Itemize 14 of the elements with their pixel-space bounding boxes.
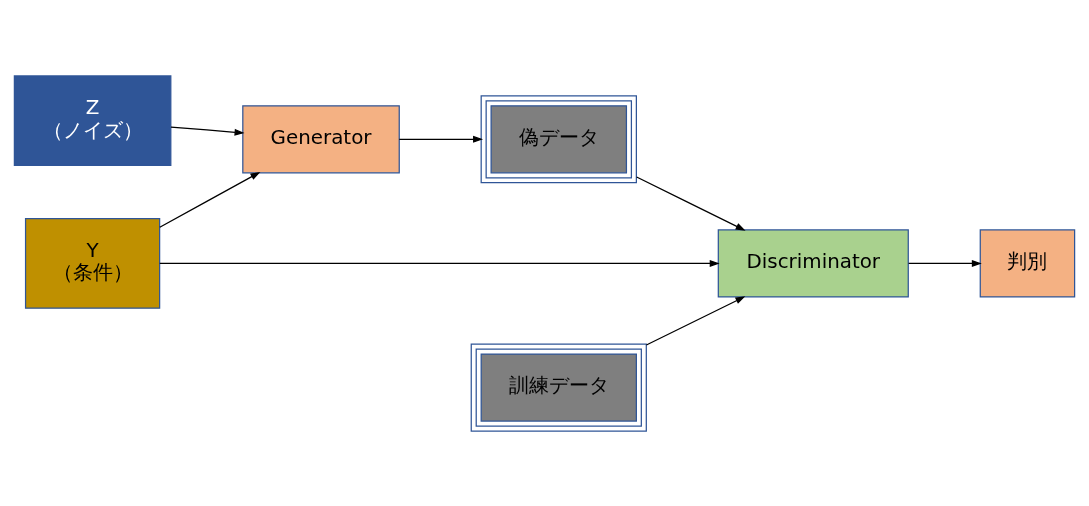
arrow bbox=[170, 125, 245, 136]
node-box: Generator bbox=[242, 104, 400, 173]
node-box: 訓練データ bbox=[470, 343, 647, 432]
arrow bbox=[645, 295, 746, 346]
node-box: 判別 bbox=[979, 228, 1076, 298]
node-box: Discriminator bbox=[717, 228, 909, 298]
arrow bbox=[398, 135, 483, 143]
node-box: 偽データ bbox=[480, 94, 637, 183]
node-box: Y （条件） bbox=[24, 217, 161, 309]
arrow bbox=[908, 259, 982, 267]
arrow bbox=[636, 175, 746, 231]
arrow bbox=[159, 171, 261, 228]
arrow bbox=[159, 259, 720, 267]
node-box: Z （ノイズ） bbox=[13, 74, 172, 166]
